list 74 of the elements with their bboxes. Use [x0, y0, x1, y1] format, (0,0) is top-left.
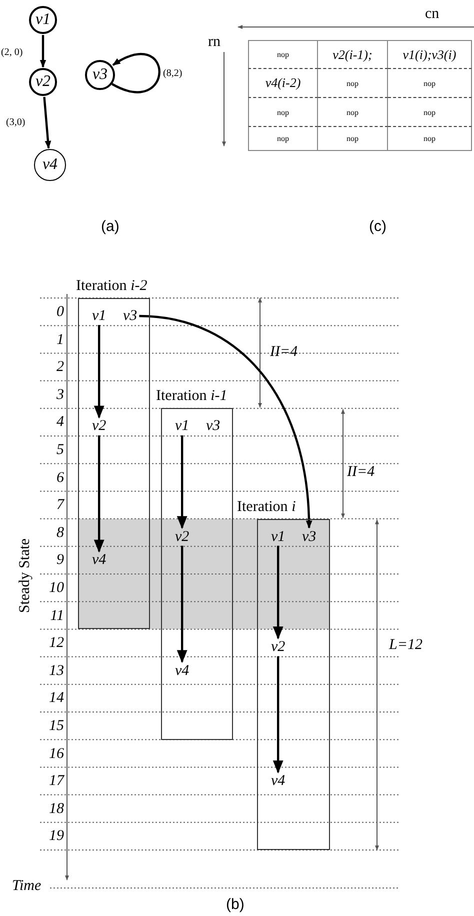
- table-cell: v2(i-1);: [318, 40, 388, 68]
- table-cell: v1(i);v3(i): [388, 40, 472, 68]
- operation-label: v2: [271, 639, 286, 656]
- row-number: 8: [56, 524, 64, 542]
- row-number: 2: [56, 359, 64, 376]
- operation-label: v3: [206, 418, 220, 434]
- dimension-label: L=12: [389, 637, 422, 654]
- row-number: 11: [50, 608, 64, 625]
- arrow: [43, 96, 52, 149]
- vertex-circle: v4: [34, 149, 66, 181]
- operation-label: v4: [271, 773, 286, 790]
- arrow: [176, 546, 188, 664]
- loop-arrow: [112, 53, 160, 94]
- row-number: 9: [56, 552, 64, 570]
- row-number: 6: [56, 470, 64, 487]
- dimension-label: II=4: [347, 464, 375, 481]
- panel-label: (c): [369, 218, 386, 235]
- operation-label: v1: [92, 308, 106, 324]
- iteration-heading: Iteration i: [237, 498, 296, 516]
- iteration-heading: Iteration i-2: [76, 278, 148, 295]
- row-number: 7: [56, 497, 64, 514]
- axis-label: Time: [12, 878, 42, 895]
- row-number: 19: [49, 828, 64, 846]
- row-number: 10: [49, 580, 64, 597]
- row-number: 15: [49, 718, 64, 735]
- table-cell: nop: [248, 97, 318, 126]
- iteration-heading: Iteration i-1: [156, 388, 228, 406]
- table-cell: nop: [388, 97, 472, 126]
- row-number: 14: [49, 690, 64, 708]
- band-label: Steady State: [16, 538, 34, 612]
- row-number: 18: [49, 800, 64, 818]
- arrow: [272, 656, 284, 774]
- table-cell: nop: [318, 126, 388, 151]
- axis-label: rn: [208, 34, 220, 51]
- operation-label: v4: [92, 552, 106, 568]
- operation-label: v3: [302, 528, 316, 545]
- edge-label: (2, 0): [1, 47, 23, 58]
- arrow: [94, 435, 104, 553]
- panel-label: (a): [101, 218, 120, 235]
- axis-label: cn: [425, 6, 440, 23]
- row-number: 5: [56, 442, 64, 459]
- operation-label: v4: [175, 662, 190, 679]
- arrow: [139, 314, 312, 529]
- row-number: 1: [56, 332, 64, 349]
- table-cell: nop: [248, 126, 318, 151]
- operation-label: v1: [271, 528, 286, 545]
- edge-label: (8,2): [163, 68, 182, 79]
- dimension-label: II=4: [270, 344, 298, 361]
- row-number: 17: [49, 773, 64, 790]
- row-number: 12: [49, 635, 64, 652]
- row-number: 16: [49, 746, 64, 763]
- table-cell: v4(i-2): [248, 68, 318, 97]
- arrow: [176, 435, 188, 530]
- edge-label: (3,0): [6, 117, 26, 128]
- table-cell: nop: [388, 126, 472, 151]
- arrow: [40, 35, 46, 68]
- table-cell: nop: [318, 68, 388, 97]
- vertex-circle: v3: [85, 60, 115, 90]
- panel-label: (b): [226, 896, 244, 913]
- vertex-circle: v1: [29, 6, 57, 34]
- operation-label: v1: [175, 418, 190, 434]
- table-cell: nop: [318, 97, 388, 126]
- operation-label: v3: [123, 308, 138, 324]
- row-number: 4: [56, 414, 64, 432]
- arrow: [94, 325, 104, 419]
- table-cell: nop: [388, 68, 472, 97]
- row-number: 0: [56, 304, 64, 321]
- row-number: 3: [56, 386, 64, 404]
- vertex-circle: v2: [29, 68, 57, 96]
- operation-label: v2: [175, 528, 190, 545]
- row-number: 13: [49, 662, 64, 680]
- table-cell: nop: [248, 40, 318, 68]
- operation-label: v2: [92, 418, 106, 434]
- arrow: [272, 546, 284, 640]
